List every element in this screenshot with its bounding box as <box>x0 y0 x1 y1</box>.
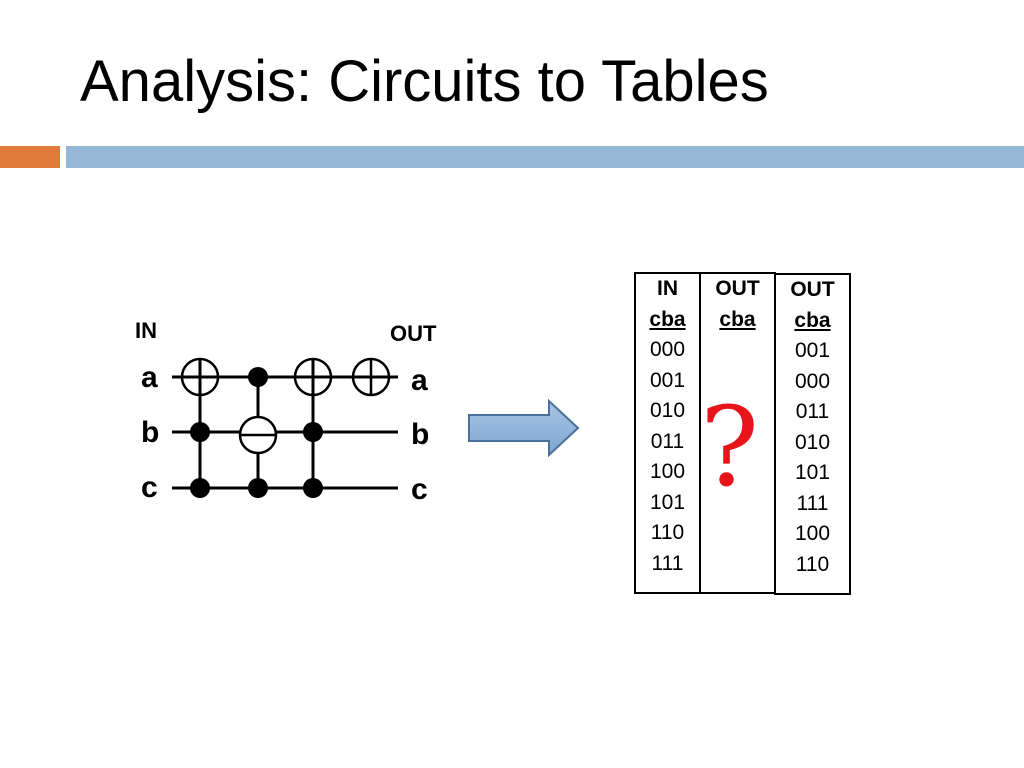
input-label-c: c <box>141 471 158 504</box>
gate2-control-c <box>248 478 268 498</box>
input-table-subtitle: cba <box>649 307 686 331</box>
table-row: 000 <box>794 369 831 393</box>
gate3-target <box>293 357 333 397</box>
table-row: 110 <box>795 552 830 576</box>
accent-bar-blue <box>66 146 1024 168</box>
output-truth-table: OUT cba 001 000 011 010 101 111 100 110 <box>774 273 851 595</box>
gate3-control-b <box>303 422 323 442</box>
table-row: 100 <box>649 460 686 483</box>
table-row: 100 <box>794 522 831 545</box>
table-row: 010 <box>649 399 686 422</box>
table-row: 001 <box>794 339 831 362</box>
circuit-out-label: OUT <box>390 321 437 346</box>
gate1-target <box>180 357 220 397</box>
table-row: 110 <box>650 521 685 544</box>
table-row: 111 <box>796 491 829 515</box>
circuit-in-label: IN <box>135 318 157 343</box>
table-row: 111 <box>651 551 684 575</box>
table-row: 000 <box>649 338 686 361</box>
right-arrow-icon <box>468 398 580 458</box>
input-label-b: b <box>141 416 160 449</box>
input-label-a: a <box>141 361 158 394</box>
gate2-control-a <box>248 367 268 387</box>
unknown-output-table: OUT cba <box>699 272 776 594</box>
output-table-subtitle: cba <box>794 308 831 332</box>
input-truth-table: IN cba 000 001 010 011 100 101 110 111 <box>634 272 701 594</box>
output-label-c: c <box>411 473 428 506</box>
gate1-control-b <box>190 422 210 442</box>
gate3-control-c <box>303 478 323 498</box>
table-row: 010 <box>794 430 831 454</box>
table-row: 101 <box>649 490 686 514</box>
table-row: 101 <box>794 461 831 484</box>
question-mark: ? <box>700 383 759 511</box>
unknown-table-subtitle: cba <box>719 307 756 331</box>
table-row: 011 <box>650 429 685 453</box>
table-row: 001 <box>649 368 686 392</box>
table-row: 011 <box>795 400 830 423</box>
accent-bar-orange <box>0 146 60 168</box>
page-title: Analysis: Circuits to Tables <box>80 49 769 114</box>
output-label-b: b <box>411 418 430 451</box>
unknown-table-title: OUT <box>715 277 760 300</box>
gate1-control-c <box>190 478 210 498</box>
output-label-a: a <box>411 364 428 397</box>
input-table-title: IN <box>657 277 678 300</box>
output-table-title: OUT <box>790 278 835 301</box>
